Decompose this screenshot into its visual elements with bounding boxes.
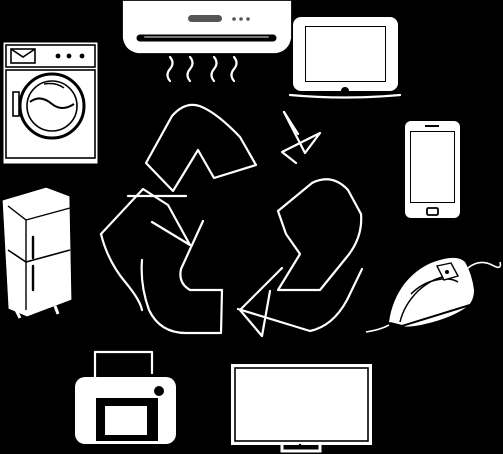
refrigerator-icon bbox=[1, 186, 73, 319]
tablet-icon bbox=[288, 17, 402, 99]
air-conditioner-icon bbox=[122, 0, 292, 83]
smartphone-icon bbox=[405, 121, 460, 218]
clothes-iron-icon bbox=[365, 257, 502, 333]
recycle-arrows-icon bbox=[99, 103, 364, 338]
monitor-icon bbox=[231, 364, 372, 453]
washing-machine-icon bbox=[2, 41, 99, 165]
printer-icon bbox=[75, 350, 176, 444]
